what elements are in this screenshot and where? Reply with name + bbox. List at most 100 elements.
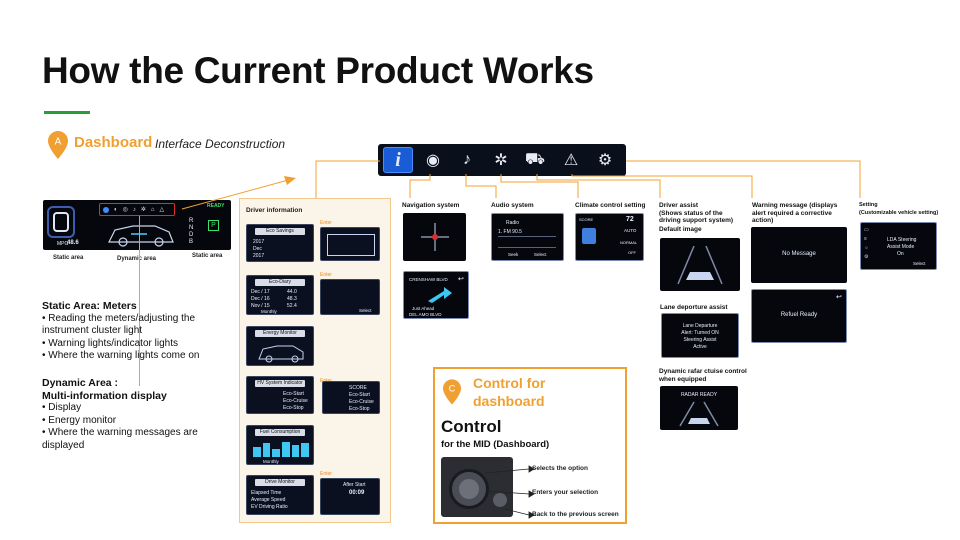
audio-source: Radio (506, 220, 520, 226)
lane-text-1: Lane Departure (682, 323, 718, 329)
climate-off: OFF (628, 250, 636, 255)
marker-c-label: C (449, 384, 456, 394)
setting-item-2: Assist Mode (887, 244, 915, 250)
gear-d: D (189, 232, 194, 238)
dynamic-icon-row: ◐ ◎ ♪ ✲ ⌂ △ (103, 205, 173, 214)
eco-diary-row-2: Dec / 16 (251, 296, 270, 302)
detail-table (327, 234, 375, 256)
warning-icon[interactable]: ⚠ (563, 152, 579, 169)
settings-icon[interactable]: ⚙ (597, 152, 613, 169)
setting-icon-column: ▭ ≡ ☼ ⚙ (864, 227, 876, 267)
radar-cruise-label: Dynamic rafar ctuise control when equipp… (659, 368, 747, 383)
dynamic-item-3: • Where the warning messages are display… (42, 427, 198, 451)
navigation-compass-screen (403, 213, 466, 261)
lane-departure-label: Lane deporture assist (660, 304, 728, 311)
default-image-label: Default image (659, 225, 702, 233)
driver-assist-icon[interactable]: ⛟ (524, 151, 546, 168)
fuel-record-monthly: Monthly (263, 459, 279, 464)
eco-diary-value-3: 52.4 (287, 303, 297, 309)
gear-n: N (189, 225, 194, 231)
setting-item-1: LDA Steering (887, 237, 917, 243)
eco-savings-row-1: 2017 (253, 239, 265, 245)
radar-ready-text: RADAR READY (680, 392, 718, 398)
driver-information-panel: Driver information Eco Savings 2017 Dec … (239, 198, 391, 523)
driver-assist-subtitle: (Shows status of the driving support sys… (659, 209, 734, 225)
climate-seat-icon (582, 228, 596, 244)
lane-text-3: Steering Assist (683, 337, 717, 343)
setting-gear-icon: ⚙ (864, 254, 869, 260)
fuel-gauge (47, 206, 75, 238)
static-item-1: • Reading the meters/adjusting the instr… (42, 312, 196, 337)
section-a-subtitle: Interface Deconstruction (155, 137, 286, 151)
refuel-back-icon: ↩ (836, 294, 842, 301)
navigation-icon[interactable]: ◉ (426, 152, 440, 169)
fuel-record-bars (253, 440, 310, 457)
energy-monitor-title: Energy Monitor (255, 330, 305, 337)
setting-screen: ▭ ≡ ☼ ⚙ LDA Steering Assist Mode On Sele… (860, 222, 937, 270)
static-item-3: • Where the warning lights come on (42, 350, 200, 361)
gear-r: R (189, 218, 194, 224)
static-area-left-label: Static area (53, 255, 84, 261)
navigation-system-label: Navigation system (402, 202, 460, 209)
enter-label-2: Enter (320, 272, 332, 278)
nav-just-ahead: Just Ahead (412, 306, 435, 311)
audio-list-lines (498, 236, 556, 248)
gear-p: P (211, 222, 216, 229)
energy-car-icon (258, 345, 304, 363)
dynamic-item-2: • Energy monitor (42, 414, 117, 426)
dynamic-area-frame (99, 203, 175, 216)
eco-savings-title: Eco Savings (255, 228, 305, 235)
dynamic-area-description: Dynamic Area : Multi-information display… (42, 377, 222, 452)
control-pointer-lines (485, 465, 535, 519)
climate-mode: NORMAL (620, 240, 638, 245)
climate-icon[interactable]: ✲ (494, 152, 508, 169)
setting-select: Select (913, 261, 926, 266)
nav-del-amo: DEL AMO BLVD (409, 312, 442, 317)
gear-b: B (189, 239, 194, 245)
mid-icon-bar[interactable]: i ◉ ♪ ✲ ⛟ ⚠ ⚙ (378, 144, 626, 176)
mpg-value: 48.6 (67, 240, 79, 246)
setting-label: Setting (Customizable vehicle setting) (859, 202, 949, 217)
eco-savings-screen: Eco Savings 2017 Dec 2017 (246, 224, 314, 262)
drive-monitor-screen: Drive Monitor Elapsed Time Average Speed… (246, 475, 314, 515)
hv-score-screen: SCORE Eco-Start Eco-Cruise Eco-Stop (322, 381, 380, 414)
setting-item-3: On (897, 251, 904, 257)
alert-icon: △ (159, 207, 165, 213)
dynamic-heading-2: Multi-information display (42, 389, 167, 402)
eco-diary-row-3: Nov / 15 (251, 303, 270, 309)
lane-text-2: Alert: Turned ON (681, 330, 719, 336)
info-icon[interactable]: i (383, 147, 413, 173)
nav-street-label: CRENSHAW BLVD (409, 277, 448, 282)
static-heading: Static Area: Meters (42, 300, 137, 312)
hv-item-3: Eco-Stop (283, 405, 304, 411)
car-icon: ⌂ (150, 206, 155, 213)
setting-car-icon: ▭ (864, 227, 869, 233)
dynamic-heading-1: Dynamic Area : (42, 377, 119, 389)
audio-system-label: Audio system (491, 202, 534, 209)
hv-system-title: HV System Indicator (255, 380, 305, 387)
eco-diary-detail-screen: Select (320, 279, 380, 315)
hv-item-1: Eco-Start (283, 391, 304, 397)
section-a-label: Dashboard (74, 134, 153, 151)
location-pin-c-icon: C (443, 379, 461, 405)
energy-monitor-screen: Energy Monitor (246, 326, 314, 366)
audio-icon[interactable]: ♪ (463, 151, 471, 168)
control-dial-center (459, 479, 479, 499)
static-area-description: Static Area: Meters • Reading the meters… (42, 300, 222, 363)
fan-icon: ✲ (140, 207, 146, 213)
drive-row-1: Elapsed Time (251, 490, 282, 496)
navigation-route-screen: CRENSHAW BLVD Just Ahead DEL AMO BLVD ↩ (403, 271, 469, 319)
hv-system-screen: HV System Indicator Eco-Start Eco-Cruise… (246, 376, 314, 414)
control-for-dashboard-box: C Control for dashboard Control for the … (433, 367, 627, 524)
climate-auto: AUTO (624, 228, 637, 233)
lane-text-4: Active (693, 344, 707, 350)
control-heading-2: dashboard (473, 393, 545, 409)
marker-a-label: A (55, 137, 62, 148)
back-button-photo (493, 493, 507, 507)
control-heading-1: Control for (473, 375, 546, 391)
eco-diary-value-2: 48.3 (287, 296, 297, 302)
after-start-label: After Start (343, 482, 366, 488)
setting-lane-icon: ≡ (864, 236, 867, 242)
lane-departure-screen: Lane Departure Alert: Turned ON Steering… (661, 313, 739, 358)
car-energy-graphic (108, 225, 174, 247)
